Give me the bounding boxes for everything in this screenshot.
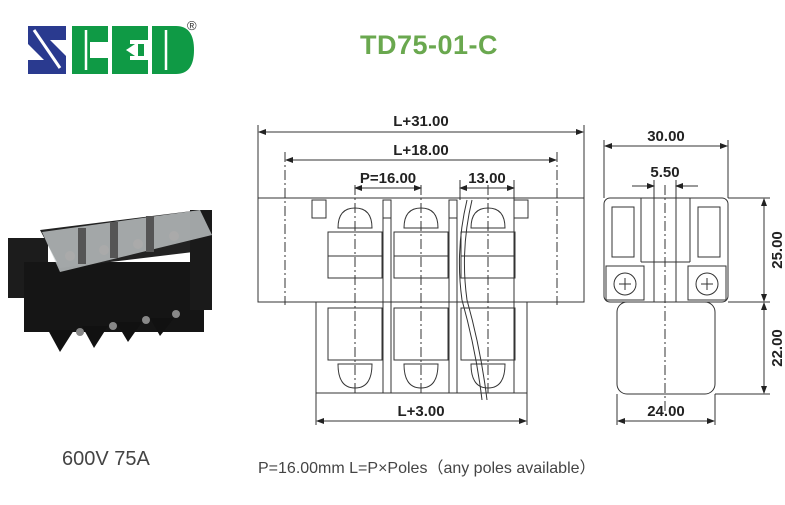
- dim-pitch: P=16.00: [360, 170, 416, 187]
- dim-mounting: L+18.00: [393, 142, 448, 159]
- dim-upper-height: 25.00: [769, 231, 785, 269]
- registered-mark: ®: [187, 18, 197, 33]
- dim-bottom: L+3.00: [397, 403, 444, 420]
- sced-logo: [28, 26, 194, 74]
- product-photo: [8, 210, 212, 352]
- dim-barrier: 13.00: [468, 170, 506, 187]
- rating-label: 600V 75A: [62, 448, 150, 470]
- pitch-note: P=16.00mm L=P×Poles（any poles available）: [258, 460, 596, 477]
- dim-lower-height: 22.00: [769, 329, 785, 367]
- dim-slot: 5.50: [650, 164, 679, 181]
- dim-overall: L+31.00: [393, 113, 448, 130]
- dim-side-width: 30.00: [647, 128, 685, 145]
- model-title: TD75-01-C: [360, 30, 499, 60]
- dim-base-width: 24.00: [647, 403, 685, 420]
